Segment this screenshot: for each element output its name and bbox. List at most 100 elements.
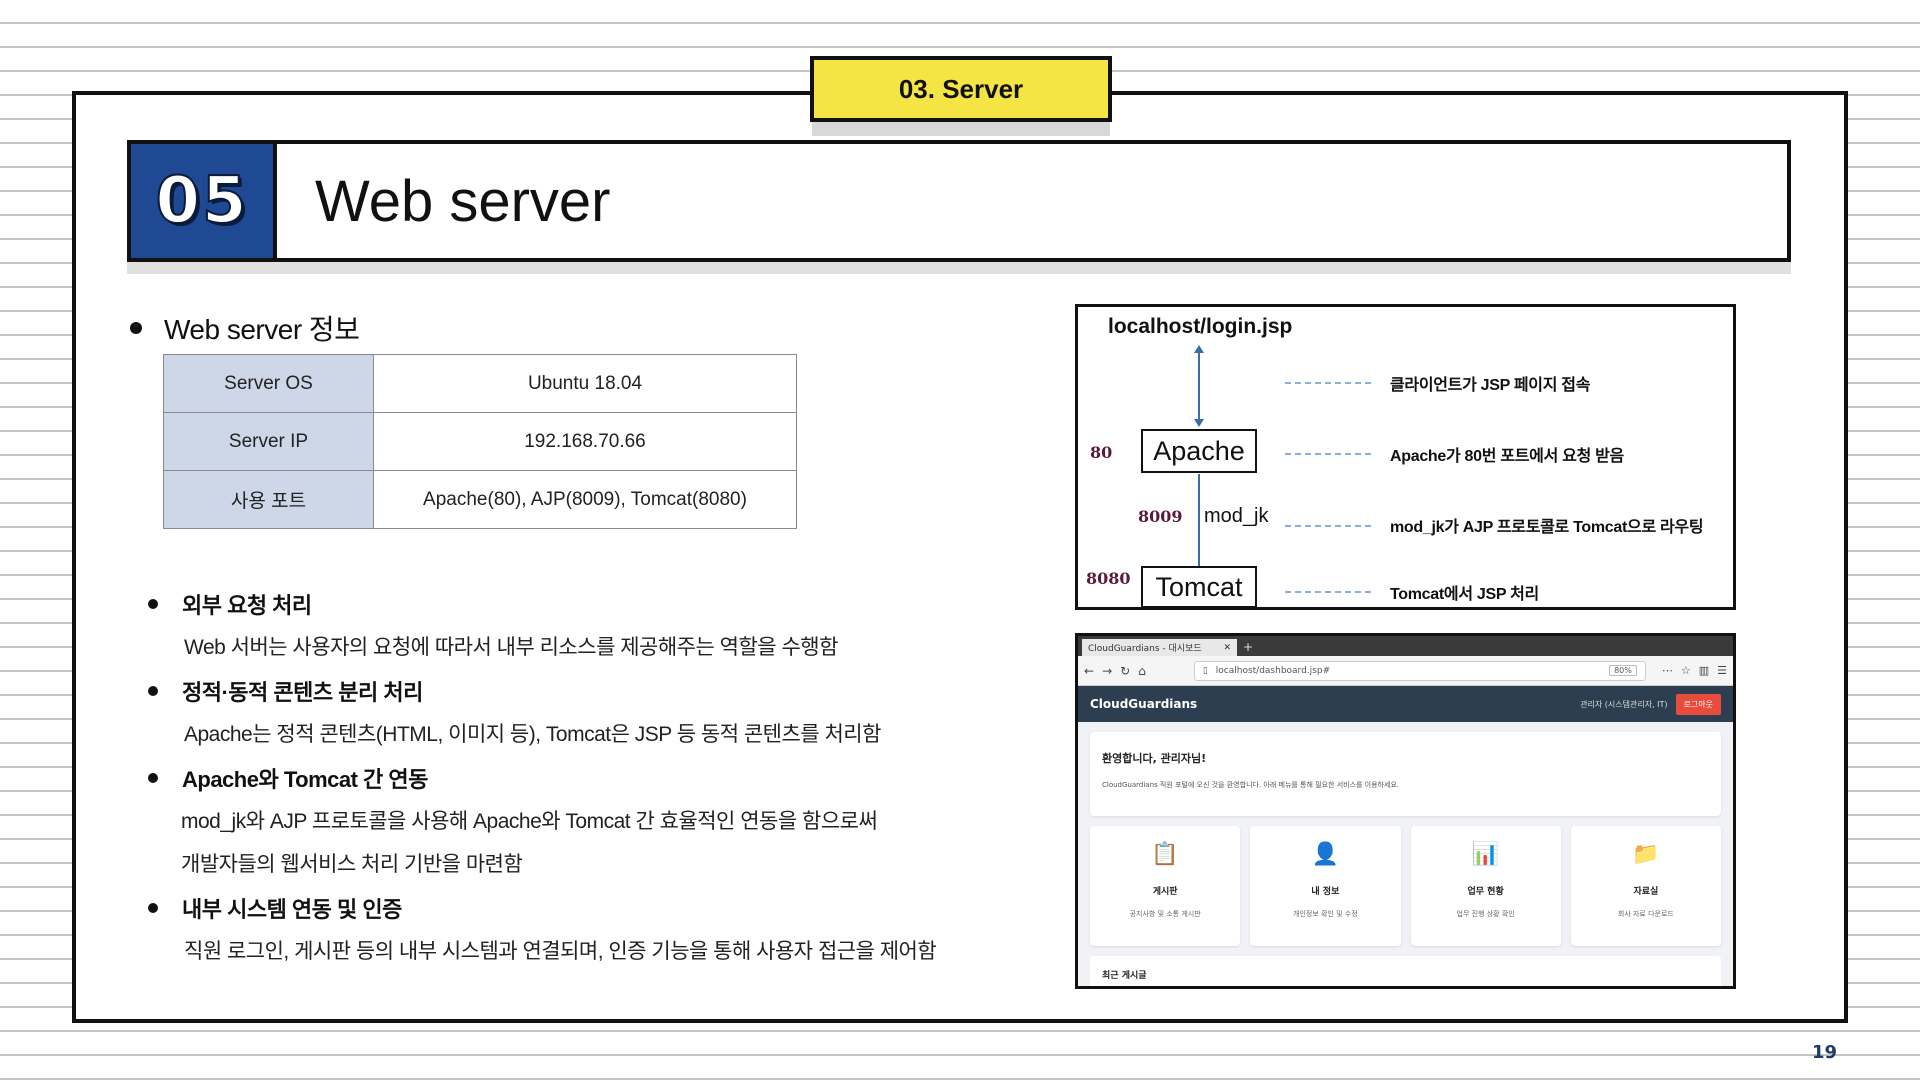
star-icon: ☆: [1680, 664, 1691, 677]
back-icon: ←: [1084, 663, 1095, 678]
card-sub: 업무 진행 상황 확인: [1456, 910, 1515, 918]
list-item-heading: 외부 요청 처리: [148, 582, 1008, 626]
tab-title: CloudGuardians - 대시보드: [1088, 644, 1202, 654]
feature-list: 외부 요청 처리 Web 서버는 사용자의 요청에 따라서 내부 리소스를 제공…: [148, 582, 1008, 973]
user-icon: 👤: [1311, 842, 1340, 867]
card-sub: 개인정보 확인 및 수정: [1293, 910, 1358, 918]
arrow-up-icon: [1194, 345, 1204, 353]
table-row: Server OS Ubuntu 18.04: [163, 354, 797, 413]
clipboard-icon: 📋: [1151, 842, 1179, 867]
table-row: Server IP 192.168.70.66: [163, 412, 797, 471]
app-header: CloudGuardians 관리자 (시스템관리자, IT) 로그아웃: [1078, 686, 1733, 722]
browser-toolbar: ← → ↻ ⌂ ▯ localhost/dashboard.jsp# 80% ⋯…: [1078, 656, 1733, 686]
list-item-heading: 정적·동적 콘텐츠 분리 처리: [148, 669, 1008, 713]
toolbar-icons: ⋯ ☆ ▥ ☰: [1662, 664, 1727, 677]
heading-text: 정적·동적 콘텐츠 분리 처리: [182, 680, 423, 705]
browser-tabbar: CloudGuardians - 대시보드 ✕ +: [1078, 636, 1733, 656]
dash-line: [1285, 382, 1371, 384]
apache-box: Apache: [1141, 429, 1257, 473]
bullet-icon: [148, 686, 158, 696]
home-icon: ⌂: [1138, 663, 1146, 678]
bullet-icon: [148, 773, 158, 783]
tomcat-box: Tomcat: [1141, 566, 1257, 608]
card-sub: 회사 자료 다운로드: [1617, 910, 1674, 918]
architecture-diagram: localhost/login.jsp Apache 80 8009 mod_j…: [1075, 304, 1736, 610]
info-heading-text: Web server 정보: [164, 314, 360, 345]
card-status: 📊 업무 현황 업무 진행 상황 확인: [1410, 826, 1561, 946]
section-number: 05: [131, 144, 277, 258]
port-apache: 80: [1090, 443, 1113, 462]
arrow-down-icon: [1194, 419, 1204, 427]
table-value: Apache(80), AJP(8009), Tomcat(8080): [373, 470, 797, 529]
heading-text: 외부 요청 처리: [182, 593, 312, 618]
desc-modjk: mod_jk가 AJP 프로토콜로 Tomcat으로 라우팅: [1390, 519, 1704, 536]
folder-icon: 📁: [1632, 842, 1660, 867]
zoom-badge: 80%: [1609, 665, 1637, 676]
logout-button: 로그아웃: [1675, 693, 1721, 715]
welcome-title: 환영합니다, 관리자님!: [1102, 752, 1207, 765]
recent-posts: 최근 게시글: [1090, 956, 1721, 986]
table-key: Server IP: [163, 412, 374, 471]
menu-cards: 📋 게시판 공지사항 및 소통 게시판 👤 내 정보 개인정보 확인 및 수정 …: [1090, 826, 1721, 946]
card-profile: 👤 내 정보 개인정보 확인 및 수정: [1250, 826, 1401, 946]
list-item-body: mod_jk와 AJP 프로토콜을 사용해 Apache와 Tomcat 간 효…: [181, 810, 878, 833]
page-title: Web server: [315, 168, 611, 234]
bullet-icon: [148, 903, 158, 913]
brand-name: CloudGuardians: [1090, 697, 1198, 711]
card-board: 📋 게시판 공지사항 및 소통 게시판: [1090, 826, 1241, 946]
section-tab: 03. Server: [810, 56, 1112, 122]
dash-line: [1285, 453, 1371, 455]
port-tomcat: 8080: [1086, 569, 1131, 588]
list-item-body: Web 서버는 사용자의 요청에 따라서 내부 리소스를 제공해주는 역할을 수…: [184, 636, 838, 659]
modjk-label: mod_jk: [1204, 505, 1269, 527]
desc-apache: Apache가 80번 포트에서 요청 받음: [1390, 448, 1624, 465]
address-bar: ▯ localhost/dashboard.jsp# 80%: [1193, 660, 1646, 681]
welcome-text: CloudGuardians 직원 포털에 오신 것을 환영합니다. 아래 메뉴…: [1102, 781, 1400, 789]
table-key: Server OS: [163, 354, 374, 413]
heading-text: 내부 시스템 연동 및 인증: [182, 897, 402, 922]
list-item-body: 직원 로그인, 게시판 등의 내부 시스템과 연결되며, 인증 기능을 통해 사…: [184, 940, 937, 963]
diagram-url: localhost/login.jsp: [1108, 315, 1293, 338]
page-icon: ▯: [1202, 665, 1208, 676]
table-key: 사용 포트: [163, 470, 374, 529]
card-title: 자료실: [1633, 887, 1659, 897]
dashboard-screenshot: CloudGuardians - 대시보드 ✕ + ← → ↻ ⌂ ▯ loca…: [1075, 633, 1736, 989]
connector-line: [1198, 474, 1200, 572]
info-heading: Web server 정보: [130, 308, 360, 348]
list-item-heading: Apache와 Tomcat 간 연동: [148, 756, 1008, 800]
menu-dots-icon: ⋯: [1661, 664, 1673, 677]
table-row: 사용 포트 Apache(80), AJP(8009), Tomcat(8080…: [163, 470, 797, 529]
table-value: 192.168.70.66: [373, 412, 797, 471]
card-title: 게시판: [1152, 887, 1178, 897]
table-value: Ubuntu 18.04: [373, 354, 797, 413]
bullet-icon: [130, 322, 142, 334]
chart-icon: 📊: [1471, 842, 1500, 867]
list-item-heading: 내부 시스템 연동 및 인증: [148, 886, 1008, 930]
browser-tab: CloudGuardians - 대시보드 ✕: [1082, 639, 1237, 656]
bullet-icon: [148, 599, 158, 609]
desc-client: 클라이언트가 JSP 페이지 접속: [1390, 377, 1591, 394]
heading-text: Apache와 Tomcat 간 연동: [182, 767, 428, 792]
card-title: 업무 현황: [1467, 887, 1504, 897]
reload-icon: ↻: [1120, 663, 1131, 678]
connector-line: [1198, 351, 1200, 423]
close-icon: ✕: [1223, 642, 1231, 653]
plus-icon: +: [1243, 640, 1254, 654]
user-info: 관리자 (시스템관리자, IT): [1580, 699, 1668, 709]
dash-line: [1285, 591, 1371, 593]
card-title: 내 정보: [1311, 887, 1340, 897]
page-number: 19: [1812, 1042, 1838, 1063]
welcome-card: 환영합니다, 관리자님! CloudGuardians 직원 포털에 오신 것을…: [1090, 732, 1721, 816]
library-icon: ▥: [1698, 664, 1710, 677]
hamburger-icon: ☰: [1717, 664, 1727, 677]
card-sub: 공지사항 및 소통 게시판: [1129, 910, 1201, 918]
port-ajp: 8009: [1138, 507, 1183, 526]
forward-icon: →: [1102, 663, 1113, 678]
desc-tomcat: Tomcat에서 JSP 처리: [1390, 586, 1539, 603]
list-item-body: Apache는 정적 콘텐츠(HTML, 이미지 등), Tomcat은 JSP…: [184, 723, 881, 746]
server-info-table: Server OS Ubuntu 18.04 Server IP 192.168…: [163, 354, 797, 529]
card-files: 📁 자료실 회사 자료 다운로드: [1570, 826, 1721, 946]
url-text: localhost/dashboard.jsp#: [1215, 665, 1331, 676]
list-item-body: 개발자들의 웹서비스 처리 기반을 마련함: [181, 853, 523, 876]
title-bar: 05 Web server: [127, 140, 1791, 262]
